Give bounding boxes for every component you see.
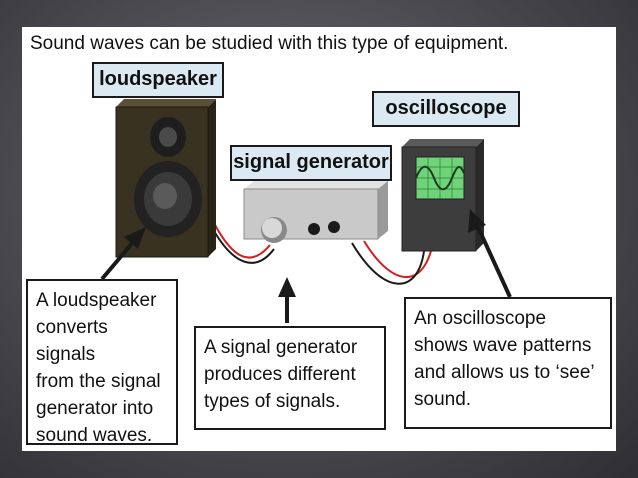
loudspeaker-description-line: converts signals <box>36 317 108 365</box>
loudspeaker-illustration <box>115 99 216 258</box>
oscilloscope-description-line: and allows us to ‘see’ <box>414 362 595 383</box>
oscilloscope-description-line: sound. <box>414 389 472 410</box>
oscilloscope-description: An oscilloscope shows wave patterns and … <box>404 297 612 429</box>
signal-generator-description-line: types of signals. <box>204 391 341 412</box>
loudspeaker-label: loudspeaker <box>92 62 224 98</box>
loudspeaker-description-line: generator into <box>36 398 154 419</box>
loudspeaker-description-line: sound waves. <box>36 425 153 446</box>
signal-generator-description-line: A signal generator <box>204 337 358 358</box>
oscilloscope-label: oscilloscope <box>372 91 520 127</box>
loudspeaker-description: A loudspeaker converts signals from the … <box>26 279 178 446</box>
loudspeaker-description-line: A loudspeaker <box>36 290 157 311</box>
signal-generator-label: signal generator <box>230 145 392 181</box>
oscilloscope-illustration <box>401 139 484 252</box>
signal-generator-description: A signal generator produces different ty… <box>194 326 386 430</box>
wires <box>213 222 433 285</box>
oscilloscope-description-line: An oscilloscope <box>414 308 547 329</box>
loudspeaker-description-line: from the signal <box>36 371 161 392</box>
signal-generator-illustration <box>243 181 388 243</box>
arrows <box>100 209 512 323</box>
equipment-illustration <box>100 99 512 323</box>
slide: Sound waves can be studied with this typ… <box>22 27 616 451</box>
oscilloscope-description-line: shows wave patterns <box>414 335 592 356</box>
slide-heading: Sound waves can be studied with this typ… <box>30 33 509 54</box>
signal-generator-description-line: produces different <box>204 364 356 385</box>
